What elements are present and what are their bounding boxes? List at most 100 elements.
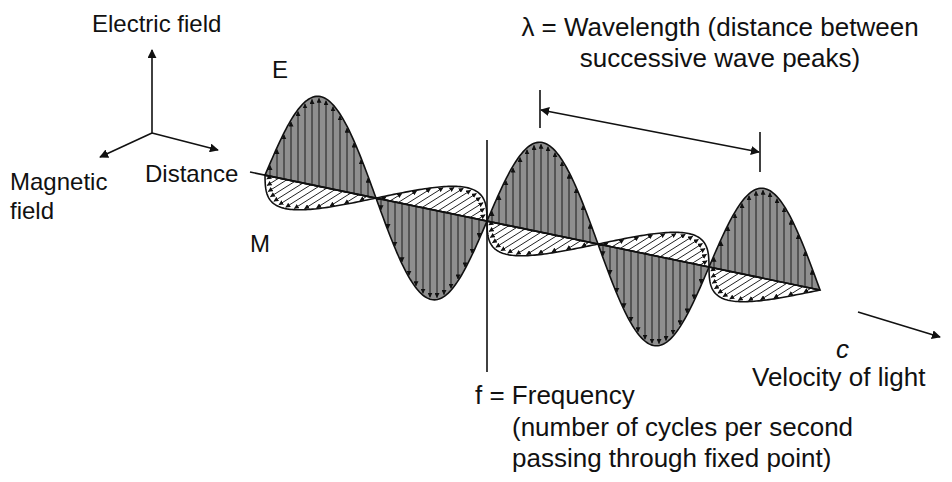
field-vector: [472, 218, 473, 253]
hatch-line: [714, 273, 739, 288]
hatch-line: [286, 186, 319, 207]
hatch-line: [268, 180, 287, 192]
hatch-line: [804, 288, 811, 292]
hatch-line: [508, 232, 541, 253]
hatch-line: [774, 285, 795, 298]
field-vector: [541, 144, 542, 232]
field-vector: [361, 160, 362, 195]
field-vector: [423, 208, 424, 293]
field-vector: [666, 258, 667, 340]
axis-arrow: [151, 50, 153, 133]
field-vector: [409, 205, 410, 275]
hatch-line: [700, 261, 707, 265]
field-vector: [513, 168, 514, 226]
field-vector: [610, 247, 611, 275]
field-vector: [520, 158, 521, 228]
field-vector: [576, 189, 577, 239]
field-vector: [673, 260, 674, 335]
frequency-note: (number of cycles per second passing thr…: [512, 412, 902, 474]
field-vector: [624, 249, 625, 307]
field-vector: [638, 252, 639, 331]
field-vector: [277, 150, 278, 178]
velocity-symbol: c: [836, 334, 849, 365]
field-vector: [402, 203, 403, 261]
propagation-axis: [250, 172, 820, 290]
field-vector: [555, 153, 556, 235]
field-vector: [735, 214, 736, 272]
electric-lobe: [598, 244, 709, 346]
hatch-line: [492, 227, 517, 242]
axis-arrow: [152, 133, 218, 150]
wave-label: E: [272, 56, 288, 85]
wavelength-arrow: [541, 110, 759, 152]
hatch-line: [478, 215, 485, 219]
frequency-label: f = Frequency: [475, 380, 635, 411]
field-vector: [770, 193, 771, 280]
field-vector: [603, 245, 604, 256]
field-vector: [444, 212, 445, 294]
hatch-line: [330, 193, 351, 206]
field-vector: [354, 143, 355, 193]
hatch-line: [398, 191, 417, 203]
field-vector: [340, 116, 341, 191]
field-vector: [270, 165, 271, 176]
hatch-line: [620, 237, 639, 249]
axis-arrow: [100, 133, 152, 157]
hatch-line: [711, 270, 723, 277]
hatch-line: [267, 178, 279, 185]
field-vector: [347, 128, 348, 192]
hatch-line: [652, 234, 685, 255]
field-vector: [430, 209, 431, 297]
hatch-line: [390, 194, 402, 201]
hatch-line: [761, 283, 787, 300]
field-vector: [395, 202, 396, 246]
field-vector: [742, 203, 743, 273]
axis-label: Electric field: [92, 10, 221, 39]
field-vector: [749, 196, 750, 275]
field-vector: [714, 257, 715, 268]
field-vector: [777, 199, 778, 281]
field-vector: [298, 112, 299, 182]
field-vector: [506, 181, 507, 225]
field-vector: [284, 135, 285, 179]
hatch-line: [490, 226, 509, 238]
field-vector: [291, 122, 292, 180]
hatch-line: [676, 244, 702, 261]
field-vector: [728, 227, 729, 271]
field-vector: [791, 220, 792, 284]
field-vector: [305, 104, 306, 183]
field-vector: [326, 101, 327, 188]
field-vector: [534, 145, 535, 230]
field-vector: [388, 201, 389, 229]
field-vector: [659, 257, 660, 344]
axis-label: Magnetic field: [10, 168, 130, 226]
hatch-line: [317, 191, 343, 208]
hatch-line: [566, 241, 581, 250]
field-vector: [590, 224, 591, 242]
field-vector: [694, 264, 695, 299]
field-vector: [333, 107, 334, 189]
field-vector: [319, 98, 320, 186]
field-vector: [312, 99, 313, 184]
hatch-line: [344, 195, 359, 204]
field-vector: [687, 262, 688, 312]
hatch-line: [628, 235, 653, 250]
field-vector: [381, 199, 382, 210]
electric-wave: [265, 96, 820, 346]
field-vector: [479, 219, 480, 237]
field-vector: [756, 191, 757, 276]
field-vector: [416, 206, 417, 285]
electric-lobe: [376, 198, 487, 300]
field-vector: [548, 147, 549, 234]
field-vector: [492, 211, 493, 222]
electric-lobe: [487, 142, 598, 244]
velocity-arrow: [858, 312, 940, 337]
frequency-line: [486, 140, 488, 372]
hatch-line: [462, 203, 483, 216]
hatch-line: [552, 239, 573, 252]
hatch-line: [406, 189, 431, 204]
wavelength-tick: [539, 90, 541, 128]
field-vector: [721, 242, 722, 270]
field-vector: [652, 255, 653, 343]
velocity-label: Velocity of light: [752, 362, 925, 393]
